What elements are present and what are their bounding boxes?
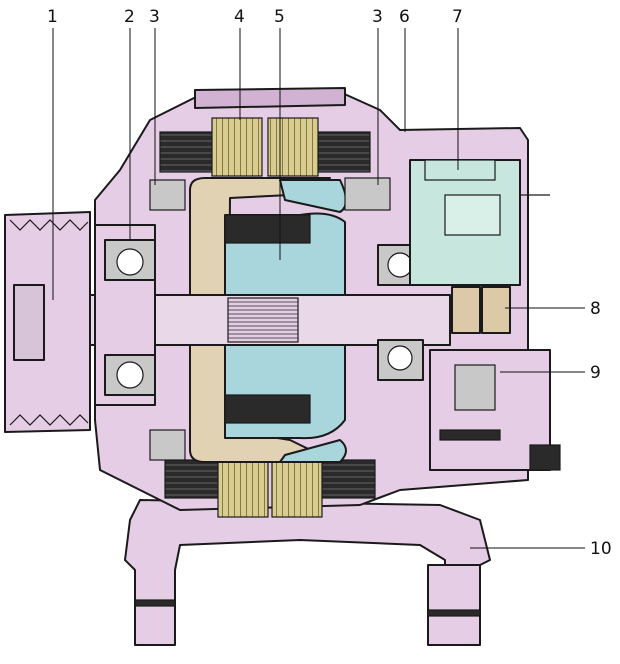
callout-labels: 1 2 3 4 5 3 6 7 8 9 10 <box>47 7 612 559</box>
callout-3b: 3 <box>372 7 383 27</box>
rectifier-icon <box>429 349 561 471</box>
callout-8: 8 <box>590 299 601 319</box>
callout-7: 7 <box>452 7 463 27</box>
front-bearing-icon <box>104 239 156 396</box>
callout-3: 3 <box>149 7 160 27</box>
regulator-icon <box>409 159 550 286</box>
mounting-bracket-icon <box>124 499 491 646</box>
brush-holder-icon <box>451 286 511 334</box>
leader-lines <box>52 28 585 549</box>
fan-icon <box>149 177 391 461</box>
callout-1: 1 <box>47 7 58 27</box>
callout-9: 9 <box>590 363 601 383</box>
callout-5: 5 <box>274 7 285 27</box>
callout-4: 4 <box>234 7 245 27</box>
rotor-icon <box>189 177 347 463</box>
callout-10: 10 <box>590 539 612 559</box>
callout-6: 6 <box>399 7 410 27</box>
callout-2: 2 <box>124 7 135 27</box>
stator-icon <box>159 117 376 518</box>
